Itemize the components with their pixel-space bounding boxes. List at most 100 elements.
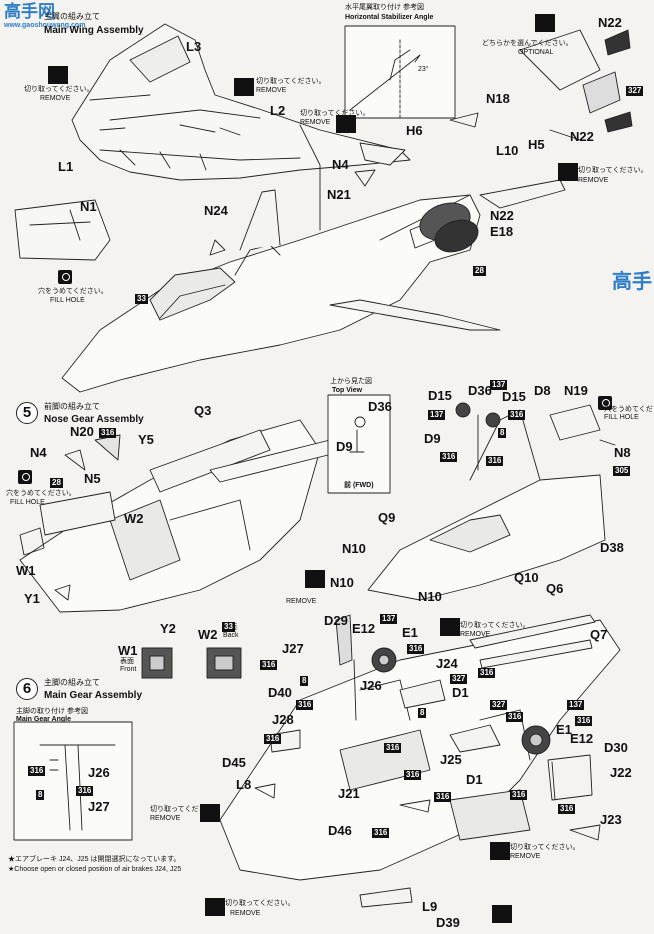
part-label: N1 <box>80 199 97 214</box>
part-label: N21 <box>327 187 351 202</box>
fill-hole-jp: 穴をうめてください。 <box>604 406 654 413</box>
part-label: E1 <box>402 625 418 640</box>
part-number-badge: 33 <box>135 294 148 304</box>
part-label: Y2 <box>160 621 176 636</box>
part-number-badge: 137 <box>567 700 585 710</box>
part-label: L1 <box>58 159 74 174</box>
part-label: J22 <box>610 765 632 780</box>
optional-parts-drawing <box>519 29 633 141</box>
top-view-box-drawing <box>327 394 391 494</box>
part-number-badge: 316 <box>506 712 524 722</box>
step4-title-jp: 主翼の組み立て <box>44 12 100 21</box>
stabilizer-angle: 23° <box>418 66 429 73</box>
cut-icon <box>205 898 225 916</box>
remove-jp: 切り取ってください。 <box>150 806 220 813</box>
part-label: D29 <box>324 613 348 628</box>
part-label: D46 <box>328 823 352 838</box>
forward-fuselage-drawing <box>367 402 616 601</box>
part-label: D1 <box>466 772 483 787</box>
wheel-well-front-en: Front <box>120 666 137 673</box>
step6-title-en: Main Gear Assembly <box>44 690 143 701</box>
part-number-badge: 8 <box>418 708 427 718</box>
part-number-badge: 316 <box>558 804 576 814</box>
part-label: W1 <box>16 563 36 578</box>
part-number-badge: 316 <box>260 660 278 670</box>
part-number-badge: 316 <box>372 828 390 838</box>
part-number-badge: 316 <box>384 743 402 753</box>
part-label: Q3 <box>194 403 212 418</box>
step5-title-jp: 前脚の組み立て <box>44 402 100 411</box>
part-label: J27 <box>282 641 304 656</box>
remove-jp: 切り取ってください。 <box>510 844 580 851</box>
part-label: N10 <box>342 541 366 556</box>
part-label: N10 <box>418 589 442 604</box>
part-number-badge: 137 <box>490 380 508 390</box>
part-label: Y5 <box>138 432 154 447</box>
part-number-badge: 8 <box>36 790 45 800</box>
part-label: D40 <box>268 685 292 700</box>
fill-hole-icon <box>58 270 72 284</box>
part-number-badge: 327 <box>626 86 644 96</box>
fuselage-drawing <box>61 189 501 393</box>
part-label: N22 <box>490 208 514 223</box>
part-label: D1 <box>452 685 469 700</box>
cut-icon <box>234 78 254 96</box>
remove-en: REMOVE <box>40 95 71 102</box>
part-number-badge: 316 <box>99 428 117 438</box>
part-label: D8 <box>534 383 551 398</box>
main-gear-angle-en: Main Gear Angle <box>16 716 71 723</box>
fill-hole-jp: 穴をうめてください。 <box>6 490 76 497</box>
step6-title-jp: 主脚の組み立て <box>44 678 100 687</box>
optional-en: OPTIONAL <box>518 49 554 56</box>
remove-en: REMOVE <box>256 87 287 94</box>
part-label: N20 <box>70 424 94 439</box>
part-label: D15 <box>428 388 452 403</box>
part-number-badge: 8 <box>498 428 507 438</box>
part-label: L10 <box>496 143 519 158</box>
part-label: H5 <box>528 137 545 152</box>
part-label: Q7 <box>590 627 608 642</box>
main-gear-angle-jp: 主脚の取り付け 参考図 <box>16 708 88 715</box>
wheel-well-drawing <box>141 647 242 679</box>
remove-jp: 切り取ってください。 <box>578 167 648 174</box>
part-number-badge: 28 <box>50 478 63 488</box>
top-view-title-jp: 上から見た図 <box>330 378 372 385</box>
watermark-url: www.gaoshouwang.com <box>4 22 86 29</box>
part-number-badge: 305 <box>613 466 631 476</box>
part-label: D36 <box>368 399 392 414</box>
remove-en: REMOVE <box>460 631 491 638</box>
part-label: N19 <box>564 383 588 398</box>
top-view-fwd: 前 (FWD) <box>344 482 374 489</box>
part-label: W2 <box>198 627 218 642</box>
part-label: N4 <box>332 157 349 172</box>
main-wing-lower-drawing <box>219 614 621 908</box>
part-label: D45 <box>222 755 246 770</box>
part-label: N22 <box>570 129 594 144</box>
part-number-badge: 316 <box>76 786 94 796</box>
step4-title-en: Main Wing Assembly <box>44 25 144 36</box>
part-label: Q10 <box>514 570 539 585</box>
footnote-jp: ★エアブレーキ J24、J25 は開閉選択になっています。 <box>8 856 181 863</box>
remove-en: REMOVE <box>510 853 541 860</box>
part-label: Y1 <box>24 591 40 606</box>
part-label: N22 <box>598 15 622 30</box>
fill-hole-icon <box>18 470 32 484</box>
part-number-badge: 316 <box>508 410 526 420</box>
part-label: N5 <box>84 471 101 486</box>
remove-en: REMOVE <box>286 598 317 605</box>
watermark-logo: 高手网 <box>4 2 55 21</box>
part-number-badge: 327 <box>490 700 508 710</box>
part-label: J24 <box>436 656 458 671</box>
cut-icon <box>440 618 460 636</box>
part-label: D38 <box>600 540 624 555</box>
part-label: D9 <box>424 431 441 446</box>
part-label: Q6 <box>546 581 564 596</box>
part-number-badge: 316 <box>264 734 282 744</box>
part-label: E18 <box>490 224 514 239</box>
nose-fuselage-drawing <box>19 419 341 613</box>
remove-jp: 切り取ってください。 <box>300 110 370 117</box>
remove-en: REMOVE <box>300 119 331 126</box>
step5-number: 5 <box>16 402 38 424</box>
cut-icon <box>305 570 325 588</box>
part-label: Q9 <box>378 510 396 525</box>
